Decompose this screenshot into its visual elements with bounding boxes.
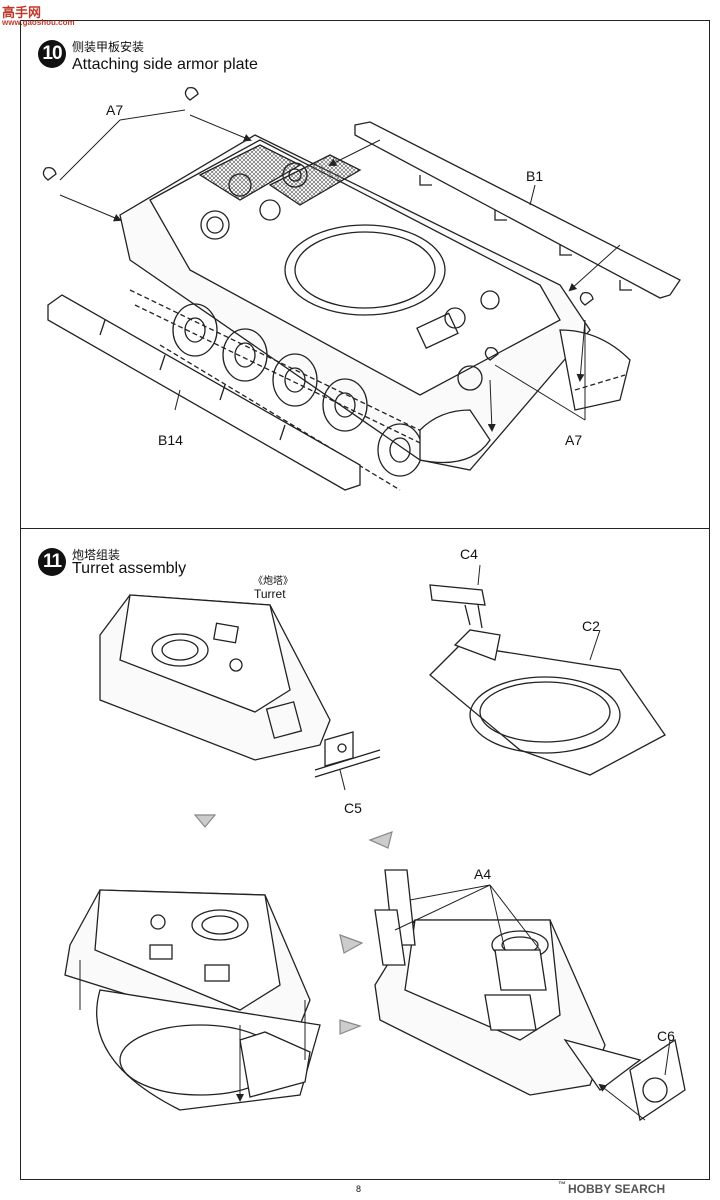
turret-bottom-right: [374, 869, 686, 1122]
track-upper: [129, 289, 446, 456]
flow-arrows: [193, 814, 393, 1035]
turret-label-en: Turret: [254, 587, 286, 601]
label-a7-top: A7: [106, 102, 124, 118]
label-c6: C6: [657, 1028, 675, 1044]
label-a7-bottom: A7: [565, 432, 583, 448]
site-watermark: 高手网: [2, 5, 42, 20]
label-c4: C4: [460, 546, 478, 562]
b1-skirt: [354, 121, 681, 299]
page-frame: [20, 20, 710, 1180]
step-11-title-en: Turret assembly: [72, 560, 187, 577]
turret-ring-base: [429, 564, 666, 776]
step-10-title-cn: 侧装甲板安装: [72, 40, 145, 54]
label-a4: A4: [474, 866, 492, 882]
label-b14: B14: [158, 432, 183, 448]
label-b1: B1: [526, 168, 544, 184]
label-c2: C2: [582, 618, 600, 634]
page-number: 8: [356, 1184, 362, 1194]
step-11-title-cn: 炮塔组装: [72, 548, 121, 562]
turret-ring: [284, 224, 446, 316]
site-watermark-url: www.gaoshou.com: [2, 18, 75, 27]
road-wheels: [172, 303, 423, 477]
step-10-number: 10: [38, 40, 66, 68]
step-11-number: 11: [38, 548, 66, 576]
step-10-title-en: Attaching side armor plate: [72, 56, 258, 73]
label-c5: C5: [344, 800, 362, 816]
turret-label-cn: 《炮塔》: [253, 576, 293, 587]
turret-top-left: [99, 594, 381, 791]
hobbysearch-watermark: HOBBY SEARCH: [568, 1182, 666, 1196]
turret-bottom-left: [64, 889, 321, 1111]
step-divider: [20, 528, 710, 529]
hobbysearch-tm: ™: [558, 1180, 566, 1189]
b14-skirt: [47, 294, 361, 491]
